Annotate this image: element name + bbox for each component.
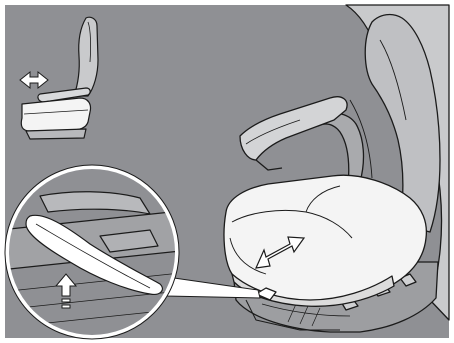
illustration-canvas: [0, 0, 454, 343]
seat-adjustment-illustration: [0, 0, 454, 343]
